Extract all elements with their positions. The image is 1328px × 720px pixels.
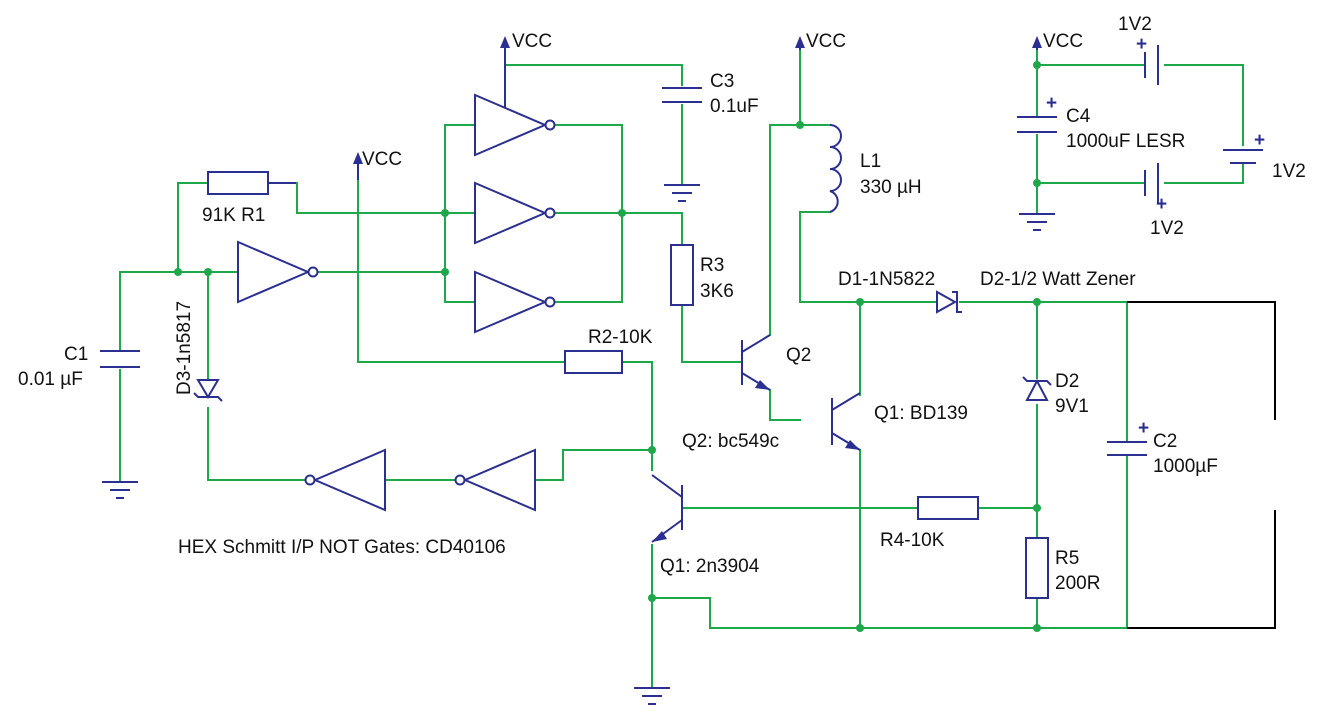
- r1-label: 91K R1: [202, 205, 265, 226]
- vcc-label: VCC: [512, 31, 552, 52]
- r2-label: R2-10K: [588, 327, 653, 348]
- not-gate-chain-2: [304, 448, 386, 512]
- d2-value: 9V1: [1055, 396, 1089, 417]
- q2-bc549c-label: Q2: bc549c: [682, 431, 779, 452]
- r3-name: R3: [700, 255, 724, 276]
- resistor-r1: [207, 171, 269, 195]
- vcc-label: VCC: [806, 31, 846, 52]
- c4-value: 1000uF LESR: [1066, 131, 1185, 152]
- junctions: [174, 61, 1041, 632]
- not-gate-left: [237, 240, 319, 304]
- d3-label: D3-1n5817: [174, 301, 195, 395]
- diode-d3: [193, 379, 223, 402]
- not-gate-middle: [474, 181, 556, 245]
- output-load-wires: [1127, 301, 1276, 629]
- c1-name: C1: [64, 344, 88, 365]
- d2-title: D2-1/2 Watt Zener: [980, 269, 1136, 290]
- plus-sign: +: [1156, 194, 1167, 215]
- resistor-r4: [917, 496, 979, 520]
- l1-name: L1: [860, 151, 881, 172]
- vcc-label: VCC: [1043, 31, 1083, 52]
- transistor-q1-2n3904: [651, 474, 683, 543]
- q2-ref-label: Q2: [786, 345, 811, 366]
- c4-name: C4: [1066, 106, 1091, 127]
- diode-d1: [936, 290, 962, 314]
- vcc-arrow-inverters: VCC: [353, 149, 402, 180]
- l1-value: 330 µH: [860, 177, 922, 198]
- c1-value: 0.01 µF: [18, 369, 83, 390]
- cell-label-bottom: 1V2: [1150, 218, 1184, 239]
- d1-label: D1-1N5822: [838, 269, 935, 290]
- battery-cell-top: +: [1136, 34, 1159, 85]
- ground-q1: [634, 687, 670, 705]
- resistor-r2: [564, 350, 623, 374]
- capacitor-c3: [662, 87, 702, 103]
- not-gate-top: [474, 65, 556, 157]
- r5-name: R5: [1055, 548, 1079, 569]
- zener-d2: [1022, 376, 1052, 401]
- resistor-r3: [670, 244, 694, 306]
- cell-label-right: 1V2: [1272, 161, 1306, 182]
- plus-sign: +: [1138, 418, 1149, 439]
- not-gate-bottom: [474, 270, 556, 334]
- q1-bd139-label: Q1: BD139: [874, 403, 968, 424]
- r4-label: R4-10K: [880, 530, 945, 551]
- plus-sign: +: [1254, 130, 1265, 151]
- plus-sign: +: [1046, 93, 1057, 114]
- battery-cell-bottom: +: [1144, 163, 1167, 215]
- transistor-q1-bd139: [831, 392, 861, 451]
- wires: [119, 49, 1244, 687]
- ground-c1: [102, 481, 138, 499]
- c3-name: C3: [710, 71, 734, 92]
- r3-value: 3K6: [700, 281, 734, 302]
- q1-2n3904-label: Q1: 2n3904: [660, 556, 760, 577]
- d2-name: D2: [1055, 371, 1079, 392]
- battery-cell-right: +: [1223, 130, 1265, 164]
- resistor-r5: [1025, 537, 1049, 599]
- transistor-q2: [741, 334, 771, 391]
- c2-value: 1000µF: [1153, 456, 1218, 477]
- vcc-label: VCC: [362, 149, 402, 170]
- ground-battery: [1019, 213, 1055, 231]
- capacitor-c1: [100, 350, 140, 368]
- ground-c3: [664, 184, 700, 202]
- not-gate-chain-1: [454, 448, 536, 512]
- vcc-arrow-gates: VCC: [500, 31, 552, 105]
- capacitor-c2: +: [1107, 418, 1149, 456]
- capacitor-c4: +: [1017, 93, 1057, 133]
- labels: C3 0.1uF 91K R1 R2-10K R3 3K6 L1 330 µH …: [18, 14, 1306, 594]
- inductor-l1: [829, 124, 842, 213]
- vcc-arrow-battery: VCC: [1032, 31, 1083, 52]
- plus-sign: +: [1136, 34, 1147, 55]
- c3-value: 0.1uF: [710, 96, 759, 117]
- vcc-arrow-inductor: VCC: [795, 31, 846, 52]
- cell-label-top: 1V2: [1118, 14, 1152, 35]
- c2-name: C2: [1153, 431, 1177, 452]
- gates-note: HEX Schmitt I/P NOT Gates: CD40106: [178, 537, 506, 558]
- r5-value: 200R: [1055, 573, 1100, 594]
